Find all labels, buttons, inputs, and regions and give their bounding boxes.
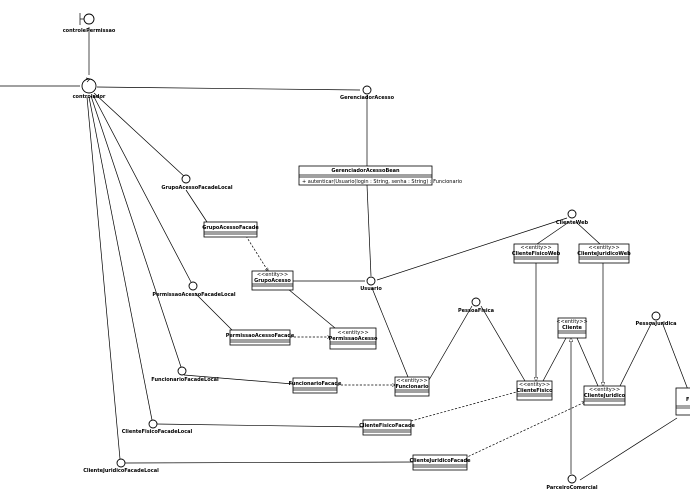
- edge-pessoafisica-clientefisico: [480, 305, 526, 382]
- edge-controller-cliente-juridico-local: [86, 96, 121, 460]
- permissao-stereotype: <<entity>>: [337, 330, 368, 336]
- cliente-web-label: ClienteWeb: [556, 220, 589, 226]
- edge-pessoajuridica-cutoff: [661, 321, 690, 396]
- class-cliente-fisico-facade: ClienteFisicoFacade: [359, 419, 416, 436]
- edge-clienteweb-cfweb: [536, 221, 570, 245]
- grupo-facade-name: GrupoAcessoFacade: [202, 225, 259, 231]
- edge-grupo-permissao: [287, 288, 336, 329]
- edge-controller-grupo-local: [93, 92, 187, 179]
- grupo-acesso-name: GrupoAcesso: [254, 278, 291, 284]
- class-cliente-juridico: <<entity>> ClienteJuridico: [583, 385, 626, 406]
- interface-permissao-acesso-facade-local: PermissaoAcessoFacadeLocal: [152, 281, 236, 298]
- class-cliente: <<entity>> Cliente: [556, 317, 588, 339]
- edge-cliente-clientejuridico: [576, 337, 599, 387]
- parceiro-label: ParceiroComercial: [546, 485, 598, 491]
- class-cut-off-right: F: [675, 387, 690, 416]
- edge-clienteweb-cjweb: [575, 221, 601, 245]
- edge-controller-permissao-local: [92, 94, 192, 283]
- class-grupo-acesso-facade: GrupoAcessoFacade: [202, 221, 259, 238]
- edge-grupolocal-facade: [185, 189, 208, 223]
- grupo-local-label: GrupoAcessoFacadeLocal: [161, 185, 233, 191]
- controller-controlador: controlador: [73, 77, 106, 100]
- pessoa-juridica-label: PessoaJuridica: [635, 321, 676, 327]
- cliente-fisico-web-stereotype: <<entity>>: [520, 245, 551, 251]
- class-funcionario-facade: FuncionarioFacade: [289, 377, 342, 394]
- permissao-facade-name: PermissaoAcessoFacade: [226, 333, 295, 339]
- interface-funcionario-facade-local: FuncionarioFacadeLocal: [151, 366, 219, 383]
- gerenciador-acesso-label: GerenciadorAcesso: [340, 95, 395, 101]
- interface-usuario: Usuario: [360, 276, 382, 292]
- edge-funcionario-pessoafisica: [428, 305, 473, 381]
- dep-cjfacade-clientejuridico: [464, 402, 585, 459]
- cut-off-box-label: F: [686, 397, 689, 403]
- controller-arrow: [85, 77, 91, 83]
- cliente-fisico-stereotype: <<entity>>: [519, 382, 550, 388]
- boundary-circle: [83, 13, 95, 25]
- edge-permlocal-facade: [194, 292, 233, 331]
- edge-funclocal-facade: [183, 374, 294, 385]
- controller-circle: [81, 78, 97, 94]
- class-funcionario: <<entity>> Funcionario: [394, 376, 430, 397]
- cliente-fisico-facade-name: ClienteFisicoFacade: [359, 423, 415, 429]
- class-permissao-acesso-facade: PermissaoAcessoFacade: [226, 329, 295, 346]
- edge-bean-usuario: [366, 184, 372, 277]
- cliente-juridico-web-stereotype: <<entity>>: [588, 245, 619, 251]
- cliente-fisico-web-name: ClienteFisicoWeb: [512, 251, 561, 257]
- edge-controller-funcionario-local: [90, 95, 182, 368]
- cliente-juridico-facade-name: ClienteJuridicoFacade: [410, 458, 472, 464]
- interface-cliente-fisico-facade-local: ClienteFisicoFacadeLocal: [122, 419, 193, 435]
- cliente-juridico-web-name: ClienteJuridicoWeb: [577, 251, 631, 257]
- cliente-juridico-local-label: ClienteJuridicoFacadeLocal: [83, 468, 159, 474]
- interface-pessoa-juridica: PessoaJuridica: [635, 311, 677, 327]
- permissao-local-label: PermissaoAcessoFacadeLocal: [152, 292, 236, 298]
- edge-controller-gerenciador: [96, 86, 361, 91]
- controller-label: controlador: [73, 94, 106, 100]
- class-cliente-juridico-facade: ClienteJuridicoFacade: [410, 454, 472, 471]
- grupo-acesso-stereotype: <<entity>>: [257, 272, 288, 278]
- connectors: [0, 27, 690, 481]
- usuario-label: Usuario: [360, 286, 382, 292]
- interface-gerenciador-acesso: GerenciadorAcesso: [340, 85, 395, 101]
- cliente-fisico-name: ClienteFisico: [516, 388, 553, 394]
- funcionario-facade-name: FuncionarioFacade: [289, 381, 342, 387]
- edge-cliente-clientefisico: [542, 337, 567, 382]
- edge-controller-cliente-fisico-local: [88, 96, 153, 421]
- funcionario-local-label: FuncionarioFacadeLocal: [151, 377, 219, 383]
- cliente-name: Cliente: [562, 325, 582, 331]
- edge-cjlocal-facade: [123, 461, 416, 464]
- edge-usuario-clienteweb: [376, 217, 568, 281]
- cliente-stereotype: <<entity>>: [556, 319, 587, 325]
- class-cliente-juridico-web: <<entity>> ClienteJuridicoWeb: [577, 243, 631, 264]
- funcionario-name: Funcionario: [396, 384, 430, 390]
- permissao-entity-name: PermissaoAcesso: [329, 336, 378, 342]
- class-cliente-fisico: <<entity>> ClienteFisico: [516, 380, 553, 401]
- boundary-controle-permissao: controlePermissao: [63, 13, 116, 34]
- funcionario-stereotype: <<entity>>: [396, 378, 427, 384]
- interface-pessoa-fisica: PessoaFisica: [458, 297, 494, 314]
- edge-cflocal-facade: [155, 423, 364, 428]
- dep-grupofacade-grupo: [245, 235, 268, 271]
- interface-grupo-acesso-facade-local: GrupoAcessoFacadeLocal: [161, 174, 233, 191]
- gerenciador-bean-name: GerenciadorAcessoBean: [331, 168, 400, 174]
- pessoa-fisica-label: PessoaFisica: [458, 308, 494, 314]
- cliente-fisico-local-label: ClienteFisicoFacadeLocal: [122, 429, 193, 435]
- edge-usuario-funcionario: [371, 287, 409, 378]
- interface-cliente-web: ClienteWeb: [556, 209, 589, 226]
- edge-parceiro-cutoff: [579, 417, 678, 481]
- interface-cliente-juridico-facade-local: ClienteJuridicoFacadeLocal: [83, 458, 159, 474]
- gerenciador-bean-operation: + autenticar(Usuario(login : String, sen…: [302, 179, 462, 185]
- cliente-juridico-name: ClienteJuridico: [584, 393, 626, 399]
- cliente-juridico-stereotype: <<entity>>: [589, 387, 620, 393]
- interface-parceiro-comercial: ParceiroComercial: [546, 474, 598, 491]
- class-permissao-acesso: <<entity>> PermissaoAcesso: [329, 327, 378, 350]
- edge-pessoajuridica-clientejuridico: [619, 321, 653, 387]
- boundary-label: controlePermissao: [63, 28, 116, 34]
- class-grupo-acesso: <<entity>> GrupoAcesso: [251, 270, 294, 291]
- class-cliente-fisico-web: <<entity>> ClienteFisicoWeb: [512, 243, 561, 264]
- class-gerenciador-acesso-bean: GerenciadorAcessoBean + autenticar(Usuar…: [298, 165, 462, 186]
